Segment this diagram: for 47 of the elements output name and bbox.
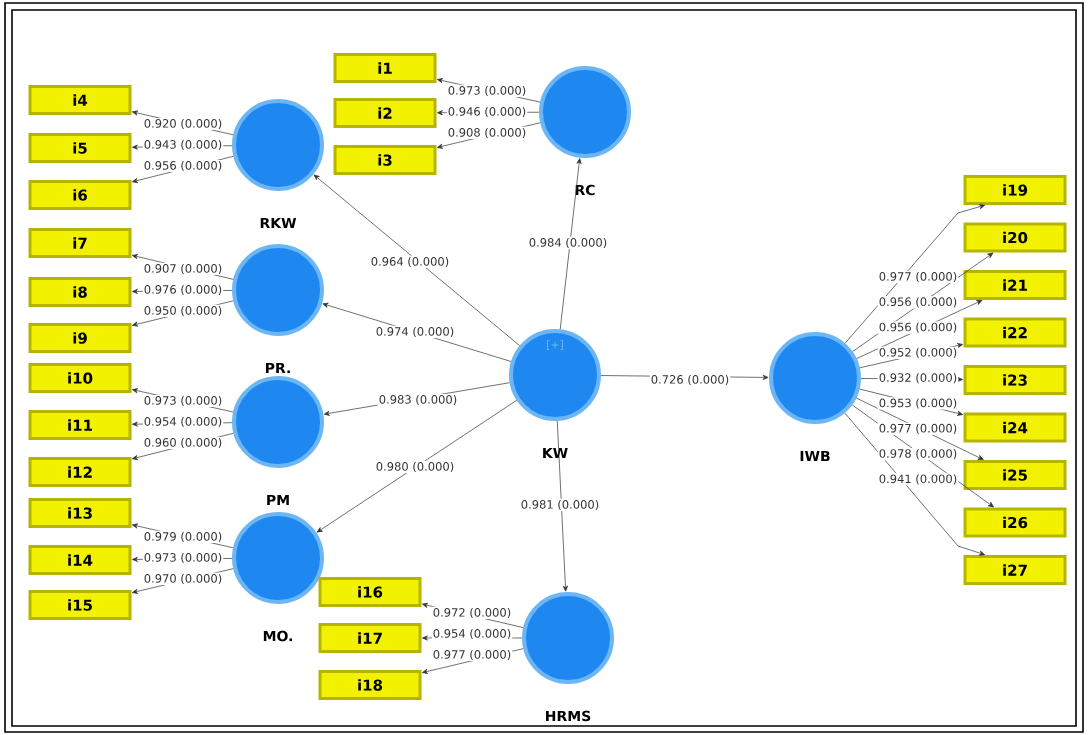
indicator-box: i11 (28, 410, 132, 440)
indicator-box: i21 (963, 270, 1067, 300)
indicator-box: i24 (963, 412, 1067, 443)
indicator-box: i15 (28, 590, 132, 620)
indicator-box: i23 (963, 365, 1067, 395)
indicator-box: i6 (28, 180, 132, 210)
edge-label: 0.941 (0.000) (877, 473, 959, 486)
indicator-box: i27 (963, 555, 1067, 585)
edge-label: 0.953 (0.000) (877, 397, 959, 410)
indicator-box: i14 (28, 545, 132, 575)
indicator-box: i7 (28, 228, 132, 258)
arrow (559, 158, 582, 330)
indicator-box: i22 (963, 317, 1067, 348)
construct-name: KW (543, 447, 568, 459)
indicator-box: i4 (28, 85, 132, 115)
edge-label: 0.956 (0.000) (877, 296, 959, 309)
indicator-box: i16 (318, 577, 422, 607)
construct-name: HRMS (546, 710, 591, 722)
indicator-box: i8 (28, 277, 132, 307)
indicator-box: i18 (318, 670, 422, 700)
construct-name: PR. (266, 362, 290, 374)
indicator-box: i25 (963, 460, 1067, 490)
indicator-box: i20 (963, 222, 1067, 253)
arrow (844, 412, 985, 556)
arrow (556, 420, 568, 592)
arrow (316, 400, 517, 533)
arrow (313, 174, 520, 346)
indicator-box: i9 (28, 323, 132, 353)
indicator-box: i3 (333, 145, 437, 175)
edge-label: 0.932 (0.000) (877, 372, 959, 385)
construct-name: RKW (260, 217, 297, 229)
indicator-box: i26 (963, 507, 1067, 538)
construct-name: RC (575, 184, 595, 196)
indicator-box: i10 (28, 363, 132, 393)
construct-name: MO. (263, 630, 292, 642)
indicator-box: i5 (28, 133, 132, 163)
indicator-box: i2 (333, 98, 437, 128)
expand-marker: [+] (547, 340, 563, 350)
construct-name: PM (267, 494, 289, 506)
arrow (844, 204, 985, 344)
construct-name: IWB (800, 450, 830, 462)
edge-label: 0.956 (0.000) (877, 321, 959, 334)
indicator-box: i13 (28, 498, 132, 528)
indicator-box: i17 (318, 623, 422, 653)
indicator-box: i19 (963, 175, 1067, 205)
indicator-box: i1 (333, 53, 437, 83)
indicator-box: i12 (28, 457, 132, 487)
